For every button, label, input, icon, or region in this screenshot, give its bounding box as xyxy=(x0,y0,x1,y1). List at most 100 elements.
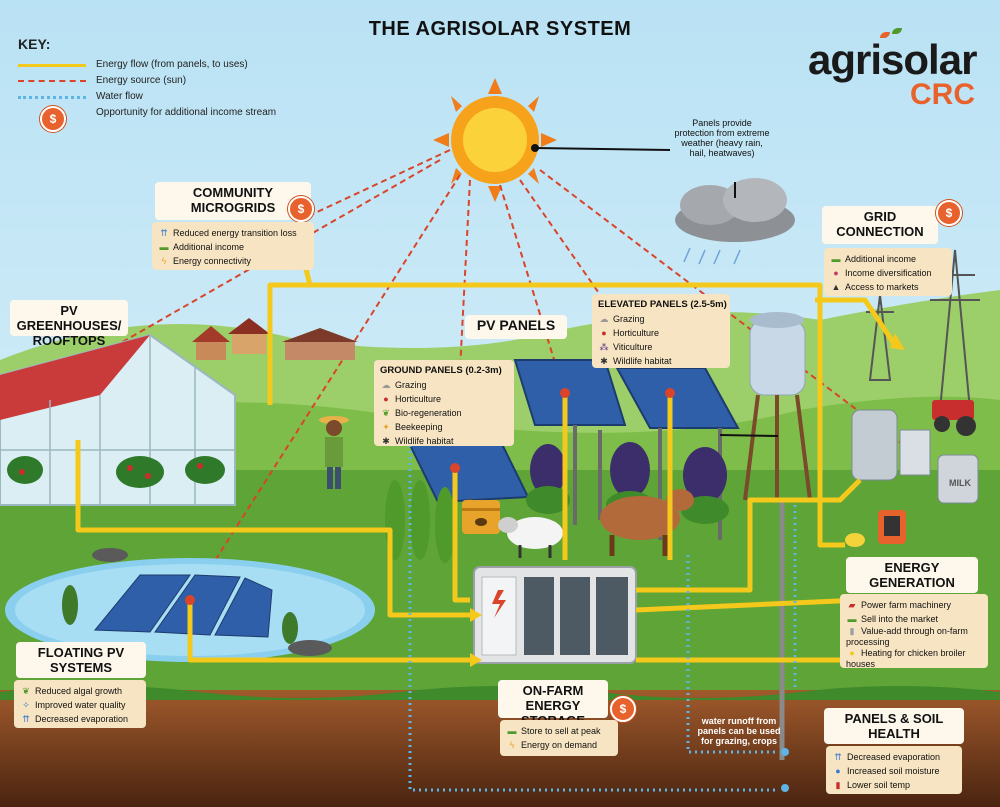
list-item: ☁Grazing xyxy=(381,380,427,390)
water-tower xyxy=(743,312,812,760)
leaf-icon xyxy=(880,32,890,38)
sun-note-leader xyxy=(534,147,671,151)
legend-title: KEY: xyxy=(18,36,51,52)
pond-rocks xyxy=(92,548,332,656)
chick-icon: ● xyxy=(849,648,855,658)
floating-solar-panels xyxy=(93,574,273,638)
market-icon: ▲ xyxy=(831,282,841,292)
list-item: ⇈Decreased evaporation xyxy=(20,712,140,726)
list-item: ✱Wildlife habitat xyxy=(598,354,724,368)
panel-junction-dots xyxy=(185,388,675,605)
list-item: ✱Wildlife habitat xyxy=(380,434,508,448)
page-title: THE AGRISOLAR SYSTEM xyxy=(368,18,632,40)
grape-icon: ⁂ xyxy=(599,342,609,352)
list-item: ✧Improved water quality xyxy=(20,698,140,712)
sheep-icon: ☁ xyxy=(599,314,609,324)
pond-plants xyxy=(62,585,298,644)
runoff-leader xyxy=(719,434,779,437)
corn-crops xyxy=(385,480,455,563)
elevated-panels-box: ELEVATED PANELS (2.5-5m) ☁Grazing ●Horti… xyxy=(592,294,730,368)
sheep-icon: ☁ xyxy=(381,380,391,390)
cow-icon xyxy=(600,489,694,556)
water-droplets xyxy=(781,748,789,792)
greenhouse-title: PV GREENHOUSES/ ROOFTOPS xyxy=(10,300,128,348)
sprout-icon: ❦ xyxy=(382,408,390,418)
list-item: ●Horticulture xyxy=(380,392,508,406)
community-benefits: ⇈Reduced energy transition loss ▬Additio… xyxy=(152,222,314,270)
money-bag-icon: $ xyxy=(40,106,66,132)
logo-sub: CRC xyxy=(910,78,975,111)
elevated-title: ELEVATED PANELS (2.5-5m) xyxy=(598,299,727,310)
list-item: ⇈Decreased evaporation xyxy=(832,750,956,764)
sun-note-dot xyxy=(531,144,539,152)
ground-title: GROUND PANELS (0.2-3m) xyxy=(380,365,502,376)
floating-benefits: ❦Reduced algal growth ✧Improved water qu… xyxy=(14,680,146,728)
grid-benefits: ▬Additional income ●Income diversificati… xyxy=(824,248,952,296)
water-quality-icon: ✧ xyxy=(22,700,30,710)
apple-icon: ● xyxy=(383,394,389,404)
soil-benefits: ⇈Decreased evaporation ●Increased soil m… xyxy=(826,746,962,794)
battery-storage-unit xyxy=(473,566,637,664)
sun-icon xyxy=(433,78,557,202)
evaporation-icon: ⇈ xyxy=(22,714,30,724)
milk-can-label: MILK xyxy=(949,478,971,488)
energy-generation-title: ENERGY GENERATION xyxy=(846,557,978,593)
bee-icon: ✦ xyxy=(382,422,390,432)
energy-line-swatch xyxy=(18,64,86,67)
list-item: ⇈Reduced energy transition loss xyxy=(158,226,308,240)
energy-flow-lines xyxy=(75,244,898,663)
list-item: ▬Additional income xyxy=(159,242,245,252)
energy-loss-icon: ⇈ xyxy=(160,228,168,238)
money-bag-icon: $ xyxy=(288,196,314,222)
sheep-icon xyxy=(498,517,563,558)
list-item: ▰Power farm machinery xyxy=(846,598,982,612)
money-icon: ▬ xyxy=(507,726,517,736)
processing-plant xyxy=(851,409,979,504)
milk-icon: ▮ xyxy=(849,626,855,636)
water-line-swatch xyxy=(18,96,86,99)
list-item: ⁂Viticulture xyxy=(599,342,653,352)
legend-water: Water flow xyxy=(18,90,278,106)
energy-generation-benefits: ▰Power farm machinery ▬Sell into the mar… xyxy=(840,594,988,669)
list-item: ❦Bio-regeneration xyxy=(380,406,508,420)
lightning-icon: ϟ xyxy=(161,256,167,266)
soil-title: PANELS & SOIL HEALTH xyxy=(824,708,964,744)
list-item: ☁Grazing xyxy=(599,314,645,324)
pv-panels-title: PV PANELS xyxy=(465,315,567,339)
list-item: ●Income diversification xyxy=(830,266,946,280)
chicks-and-heater xyxy=(845,510,906,547)
legend-energy: Energy flow (from panels, to uses) xyxy=(18,58,278,74)
list-item: ✦Beekeeping xyxy=(380,420,508,434)
grid-title: GRID CONNECTION xyxy=(822,206,938,244)
bug-icon: ✱ xyxy=(382,436,390,446)
elevated-solar-panels xyxy=(513,359,740,540)
diversify-icon: ● xyxy=(833,268,839,278)
floating-title: FLOATING PV SYSTEMS xyxy=(16,642,146,678)
legend-sun: Energy source (sun) xyxy=(18,74,278,90)
list-item: ▮Value-add through on-farm processing xyxy=(846,626,968,647)
logo-main: agrisolar xyxy=(808,36,977,83)
tractor-icon xyxy=(932,400,976,436)
ground-panels-box: GROUND PANELS (0.2-3m) ☁Grazing ●Horticu… xyxy=(374,360,514,446)
list-item: ▬Store to sell at peak xyxy=(507,726,601,736)
bug-icon: ✱ xyxy=(600,356,608,366)
farm-houses xyxy=(192,318,358,360)
thermometer-icon: ▮ xyxy=(835,780,841,790)
list-item: ●Increased soil moisture xyxy=(832,764,956,778)
apple-icon: ● xyxy=(601,328,607,338)
legend-income: $Opportunity for additional income strea… xyxy=(18,106,278,134)
money-bag-icon: $ xyxy=(936,200,962,226)
list-item: ▬Sell into the market xyxy=(847,614,939,624)
beehive-icon xyxy=(462,500,500,534)
sun-line-swatch xyxy=(18,80,86,82)
leaf-icon xyxy=(892,28,902,34)
water-flow-lines xyxy=(408,445,797,792)
legend: KEY: Energy flow (from panels, to uses) … xyxy=(18,36,278,134)
runoff-note: water runoff from panels can be used for… xyxy=(697,716,781,746)
community-title: COMMUNITY MICROGRIDS xyxy=(155,182,311,220)
storage-title: ON-FARM ENERGY STORAGE xyxy=(498,680,608,728)
money-icon: ▬ xyxy=(831,254,841,264)
